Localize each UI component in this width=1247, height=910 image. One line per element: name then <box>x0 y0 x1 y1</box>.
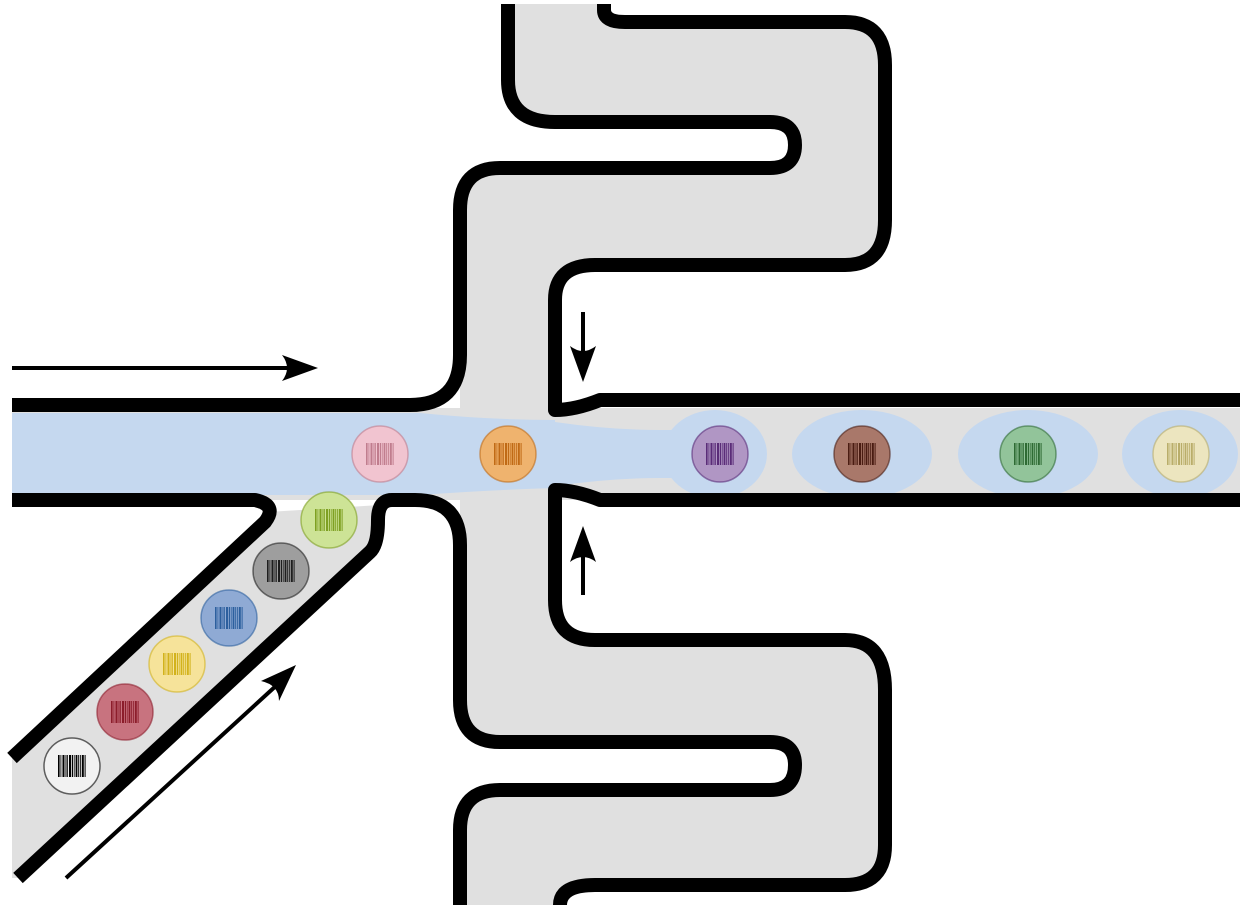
wall-top-right <box>548 3 1240 417</box>
top-oil-channel-fill <box>460 4 885 410</box>
junction-bead <box>351 425 409 483</box>
main-inlet-arrow <box>12 355 318 381</box>
oil-arrow-bottom <box>570 526 596 595</box>
wall-bead-inlet-upper <box>7 493 277 764</box>
barcode-icon <box>1167 443 1195 465</box>
bead-inlet-channel-fill <box>12 505 380 878</box>
encapsulated-bead <box>1152 425 1210 483</box>
bead-inlet-arrow <box>64 665 296 880</box>
wall-top-left <box>12 4 802 412</box>
encapsulated-bead <box>833 425 891 483</box>
barcode-icon <box>1014 443 1042 465</box>
barcode-icon <box>315 509 343 531</box>
junction-bead <box>479 425 537 483</box>
barcode-icon <box>366 443 394 465</box>
wall-bottom-right <box>548 483 1240 906</box>
barcode-icon <box>494 443 522 465</box>
barcode-icon <box>706 443 734 465</box>
barcode-icon <box>58 755 86 777</box>
barcode-icon <box>163 653 191 675</box>
flow-arrows <box>12 312 596 880</box>
inlet-bead <box>96 683 154 741</box>
inlet-bead <box>200 589 258 647</box>
inlet-bead <box>43 737 101 795</box>
aqueous-stream-jet <box>555 422 700 486</box>
beads <box>43 425 1210 795</box>
channel-walls <box>7 3 1240 906</box>
barcode-icon <box>215 607 243 629</box>
barcode-icon <box>267 560 295 582</box>
oil-arrow-top <box>570 312 596 382</box>
barcode-icon <box>848 443 876 465</box>
bottom-oil-channel-fill <box>460 500 885 905</box>
inlet-bead <box>252 542 310 600</box>
barcode-icon <box>111 701 139 723</box>
aqueous-stream-inlet <box>12 413 555 495</box>
encapsulated-bead <box>999 425 1057 483</box>
wall-bottom-left <box>13 493 802 905</box>
inlet-bead <box>300 491 358 549</box>
inlet-bead <box>148 635 206 693</box>
encapsulated-bead <box>691 425 749 483</box>
